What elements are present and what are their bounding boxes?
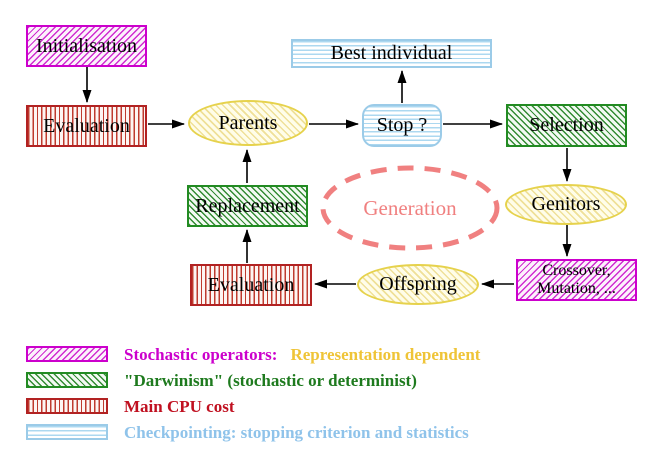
node-best-individual: Best individual [291, 39, 492, 68]
legend-swatch-darwinism [26, 372, 108, 388]
node-initialisation: Initialisation [26, 25, 147, 67]
legend-swatch-main-cpu-cost [26, 398, 108, 414]
node-evaluation-top: Evaluation [26, 105, 147, 147]
node-replacement: Replacement [187, 185, 308, 227]
legend-text-stochastic: Stochastic operators: [124, 345, 278, 364]
legend-text-representation-dependent: Representation dependent [290, 345, 481, 364]
generation-cycle-label: Generation [363, 195, 457, 220]
legend-text-darwinism: "Darwinism" (stochastic or determinist) [124, 371, 417, 390]
node-selection: Selection [506, 104, 627, 147]
legend-swatch-checkpointing [26, 424, 108, 440]
crossover-line1: Crossover, [542, 262, 611, 279]
legend-text-checkpointing: Checkpointing: stopping criterion and st… [124, 423, 469, 442]
node-parents: Parents [188, 100, 308, 146]
legend-label-stochastic-operators: Stochastic operators: Representation dep… [124, 344, 480, 366]
node-genitors: Genitors [505, 184, 627, 225]
legend-label-checkpointing: Checkpointing: stopping criterion and st… [124, 422, 469, 444]
node-stop-decision: Stop ? [362, 104, 442, 147]
node-crossover-mutation: Crossover, Mutation, ... [516, 259, 637, 301]
node-evaluation-bottom: Evaluation [190, 264, 312, 306]
legend-label-main-cpu-cost: Main CPU cost [124, 396, 234, 418]
legend-label-darwinism: "Darwinism" (stochastic or determinist) [124, 370, 417, 392]
node-offspring: Offspring [357, 264, 479, 305]
crossover-line2: Mutation, ... [537, 280, 616, 297]
legend-swatch-stochastic-operators [26, 346, 108, 362]
legend-text-main-cpu-cost: Main CPU cost [124, 397, 235, 416]
